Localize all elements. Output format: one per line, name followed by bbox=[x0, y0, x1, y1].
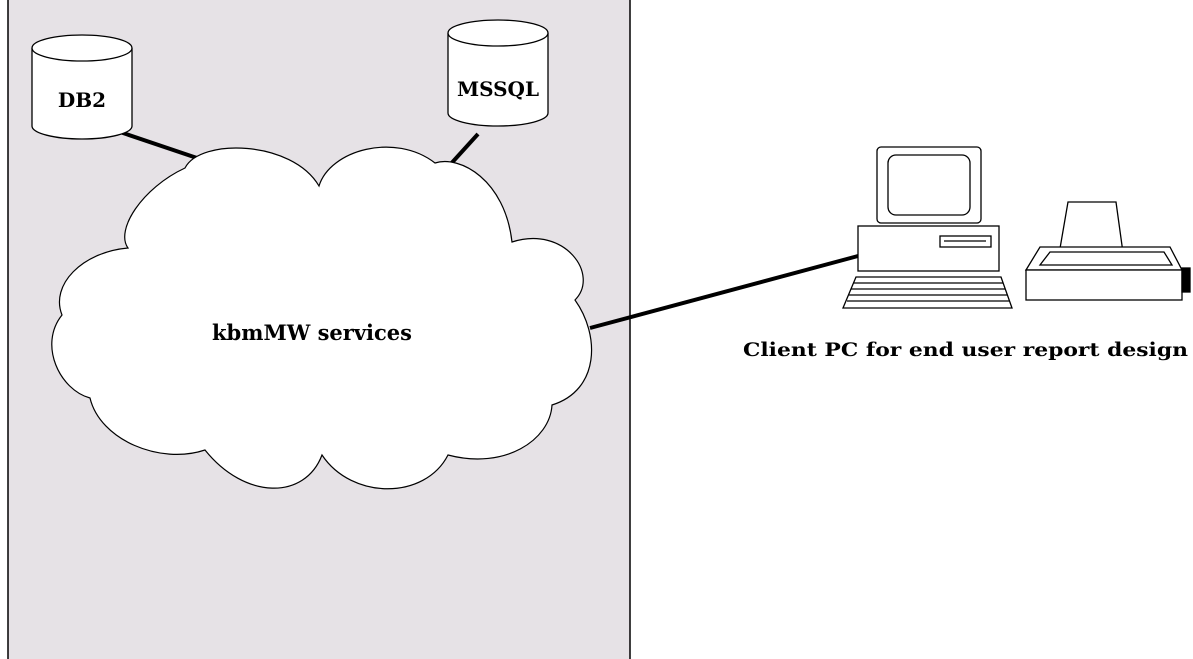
cloud-shape bbox=[51, 146, 593, 490]
mssql-database-icon bbox=[447, 19, 549, 127]
db2-database-icon bbox=[31, 34, 133, 140]
mssql-label: MSSQL bbox=[457, 77, 539, 101]
computer-icon bbox=[842, 146, 1013, 309]
cloud-label: kbmMW services bbox=[212, 320, 412, 345]
mssql-connector-line bbox=[446, 132, 480, 169]
client-connector-line bbox=[589, 254, 859, 330]
db2-label: DB2 bbox=[58, 88, 106, 112]
printer-icon bbox=[1024, 201, 1191, 301]
db2-connector-line bbox=[119, 130, 198, 160]
client-label: Client PC for end user report design bbox=[743, 339, 1188, 361]
